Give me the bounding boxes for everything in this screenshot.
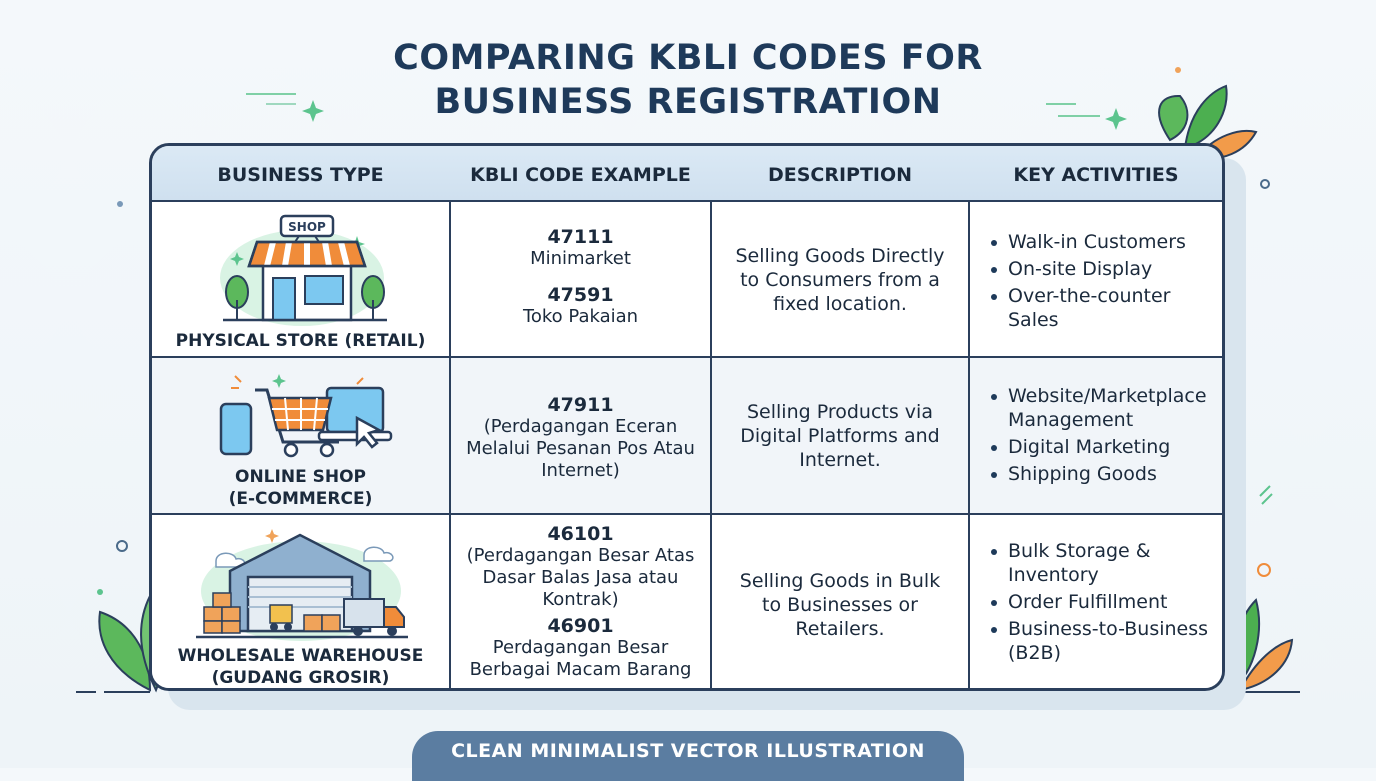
footer-banner: CLEAN MINIMALIST VECTOR ILLUSTRATION [412,731,964,781]
list-item: Walk-in Customers [988,230,1220,254]
key-activities-cell: Walk-in Customers On-site Display Over-t… [988,230,1220,335]
column-divider [710,515,712,688]
kbli-code-cell: 47111 Minimarket 47591 Toko Pakaian [451,226,710,328]
kbli-code: 47591 [547,284,614,306]
column-divider [710,202,712,356]
description-cell: Selling Goods Directly to Consumers from… [735,245,945,315]
business-type-label: PHYSICAL STORE (RETAIL) [175,331,426,351]
kbli-code-cell: 46101 (Perdagangan Besar Atas Dasar Bala… [451,523,710,681]
column-divider [968,202,970,356]
kbli-code: 46101 [547,523,614,545]
list-item: Shipping Goods [988,462,1220,486]
list-item: Digital Marketing [988,435,1220,459]
table-row: SHOP PHYSICAL STORE (RETAIL) 47111 Minim… [152,202,1222,358]
list-item: Bulk Storage &Inventory [988,539,1220,587]
title-line-1: COMPARING KBLI CODES FOR [393,38,983,78]
description-cell: Selling Products via Digital Platforms a… [740,401,940,471]
list-item: Business-to-Business(B2B) [988,617,1220,665]
kbli-code-name: (Perdagangan Besar Atas [466,545,695,566]
list-item: On-site Display [988,257,1220,281]
shop-sign: SHOP [288,220,326,234]
kbli-code-name: Internet) [541,460,620,481]
kbli-code-name: Kontrak) [542,589,619,610]
kbli-code-name: Perdagangan Besar [492,637,669,658]
shopping-cart-devices-icon [219,374,393,458]
table-row: WHOLESALE WAREHOUSE (GUDANG GROSIR) 4610… [152,515,1222,688]
kbli-code-name: (Perdagangan Eceran [483,416,678,437]
business-type-label: ONLINE SHOP (E-COMMERCE) [228,467,373,509]
kbli-code-name: Toko Pakaian [522,306,639,327]
kbli-code-name: Berbagai Macam Barang [469,659,692,680]
column-divider [449,202,451,356]
kbli-code: 47911 [547,394,614,416]
activity-list: Bulk Storage &Inventory Order Fulfillmen… [988,539,1220,665]
column-divider [449,358,451,513]
column-divider [968,358,970,513]
column-divider [968,515,970,688]
table-row: ONLINE SHOP (E-COMMERCE) 47911 (Perdagan… [152,358,1222,515]
kbli-code: 46901 [547,615,614,637]
shop-icon: SHOP [220,214,387,326]
kbli-code-cell: 47911 (Perdagangan Eceran Melalui Pesana… [451,394,710,482]
key-activities-cell: Bulk Storage &Inventory Order Fulfillmen… [988,539,1220,668]
header-business-type: BUSINESS TYPE [217,164,384,186]
list-item: Order Fulfillment [988,590,1220,614]
activity-list: Walk-in Customers On-site Display Over-t… [988,230,1220,332]
title-line-2: BUSINESS REGISTRATION [434,82,942,122]
page-title: COMPARING KBLI CODES FOR BUSINESS REGIST… [0,36,1376,124]
kbli-code-name: Melalui Pesanan Pos Atau [466,438,695,459]
column-divider [710,358,712,513]
kbli-code-name: Dasar Balas Jasa atau [482,567,679,588]
comparison-table: BUSINESS TYPE KBLI CODE EXAMPLE DESCRIPT… [149,143,1225,691]
table-header: BUSINESS TYPE KBLI CODE EXAMPLE DESCRIPT… [152,146,1222,202]
column-divider [449,515,451,688]
header-key-activities: KEY ACTIVITIES [1013,164,1179,186]
business-type-label: WHOLESALE WAREHOUSE (GUDANG GROSIR) [177,646,424,688]
kbli-code-name: Minimarket [530,248,631,269]
header-kbli-code: KBLI CODE EXAMPLE [470,164,691,186]
warehouse-icon [196,529,408,641]
description-cell: Selling Goods in Bulk to Businesses or R… [739,570,941,640]
header-description: DESCRIPTION [767,164,913,186]
kbli-code: 47111 [547,226,614,248]
